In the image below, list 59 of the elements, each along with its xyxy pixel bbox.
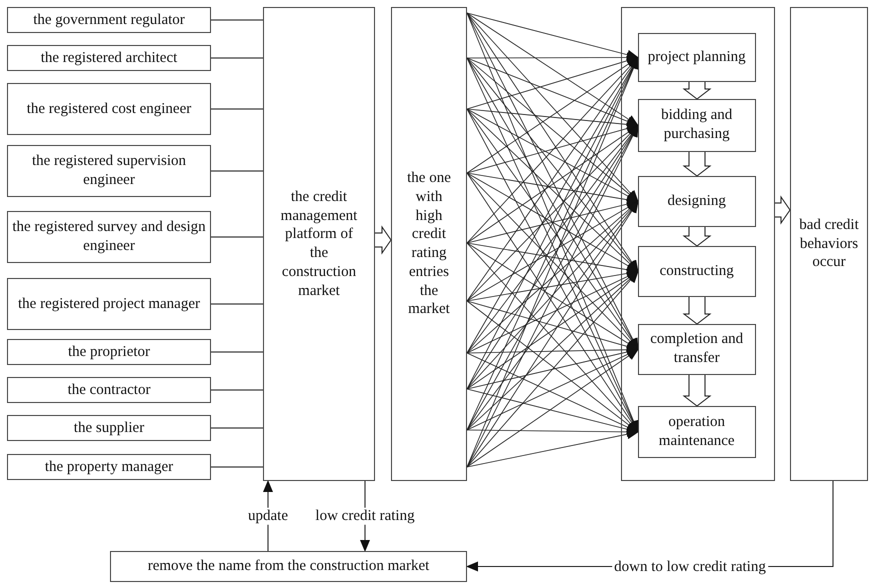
participant-box <box>7 415 211 441</box>
participant-box <box>7 454 211 480</box>
box-label: the registered architect <box>40 48 178 68</box>
box-label: the registered survey and design engineer <box>11 218 207 256</box>
box-label: the registered supervision engineer <box>30 152 188 190</box>
block-arrow <box>682 152 712 177</box>
action-box <box>110 551 467 582</box>
arrow <box>466 429 639 468</box>
outcome-box <box>790 7 868 481</box>
box-label: the one with high credit rating entries the market <box>406 169 452 319</box>
phase-box <box>638 176 756 227</box>
box-label: the property manager <box>44 458 174 476</box>
block-arrow <box>682 226 712 247</box>
phase-box <box>638 32 756 82</box>
participant-box <box>7 339 211 365</box>
block-arrow <box>774 195 791 225</box>
edge-label: low credit rating <box>313 508 417 524</box>
market-entry-box <box>391 7 467 481</box>
phase-box <box>638 324 756 375</box>
participant-box <box>7 45 211 71</box>
arrow <box>466 348 639 468</box>
connector-line <box>210 466 264 468</box>
connector-line <box>210 236 264 238</box>
box-label: completion and transfer <box>649 330 744 368</box>
participant-box <box>7 145 211 197</box>
box-label: the credit management platform of the construction market <box>280 188 358 300</box>
box-label: operation maintenance <box>658 412 736 450</box>
box-label: the contractor <box>68 380 150 400</box>
box-label: the registered cost engineer <box>26 100 192 118</box>
box-label: bidding and purchasing <box>660 106 734 144</box>
participant-box <box>7 211 211 263</box>
block-arrow <box>682 82 712 100</box>
box-label: constructing <box>660 262 734 281</box>
connector-line <box>210 108 264 110</box>
box-label: project planning <box>648 48 746 67</box>
edge-label: update <box>246 508 290 524</box>
arrow <box>466 12 639 60</box>
box-label: remove the name from the construction market <box>148 557 430 576</box>
box-label: the proprietor <box>68 342 150 362</box>
phase-box <box>638 406 756 458</box>
phase-group-box <box>621 7 775 481</box>
block-arrow <box>682 374 712 407</box>
participant-box <box>7 83 211 135</box>
box-label: the government regulator <box>33 10 185 30</box>
box-label: bad credit behaviors occur <box>798 216 860 272</box>
participant-box <box>7 7 211 33</box>
arrow <box>466 12 639 126</box>
block-arrow <box>682 296 712 325</box>
box-label: the registered project manager <box>18 294 200 314</box>
block-arrow <box>374 225 392 255</box>
connector-line <box>210 170 264 172</box>
box-label: the supplier <box>74 418 144 438</box>
platform-box <box>263 7 375 481</box>
edge-label: down to low credit rating <box>612 558 768 575</box>
participant-box <box>7 377 211 403</box>
phase-box <box>638 98 756 152</box>
participant-box <box>7 278 211 330</box>
box-label: designing <box>668 192 726 211</box>
phase-box <box>638 246 756 297</box>
